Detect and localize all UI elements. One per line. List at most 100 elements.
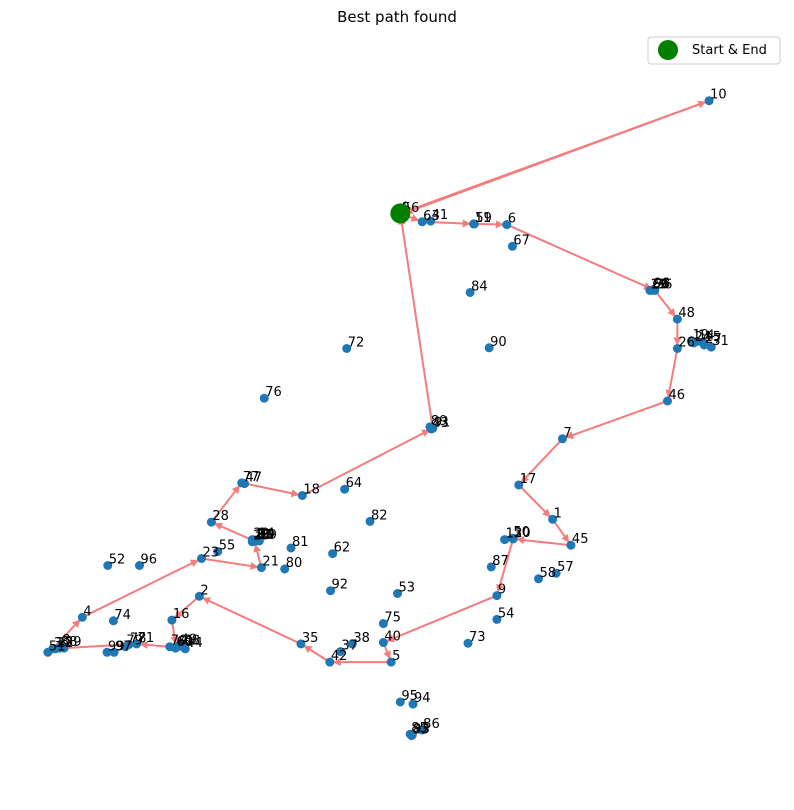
city-point-23 — [197, 554, 207, 563]
city-label-73: 73 — [469, 630, 486, 645]
city-point-72 — [342, 344, 352, 353]
city-label-19: 19 — [692, 328, 709, 343]
city-label-63: 63 — [423, 209, 440, 224]
city-label-39: 39 — [65, 635, 82, 650]
city-label-20: 20 — [514, 526, 531, 541]
city-label-55: 55 — [219, 539, 236, 554]
city-label-60: 60 — [176, 635, 193, 650]
city-point-95 — [395, 697, 405, 707]
city-label-51: 51 — [49, 639, 66, 654]
city-point-48 — [672, 314, 682, 324]
city-point-63 — [417, 217, 427, 227]
city-label-15: 15 — [704, 330, 721, 345]
city-label-92: 92 — [332, 578, 349, 593]
city-label-14: 14 — [698, 329, 715, 344]
city-label-29: 29 — [651, 277, 668, 292]
city-point-64 — [340, 484, 350, 494]
city-label-68: 68 — [183, 634, 200, 649]
city-label-52: 52 — [109, 553, 126, 568]
city-label-48: 48 — [678, 306, 695, 321]
city-point-99 — [102, 647, 112, 657]
path-edge-17-to-1 — [518, 484, 551, 518]
city-label-16: 16 — [173, 607, 190, 622]
city-point-27 — [699, 340, 709, 350]
city-point-35 — [296, 639, 306, 649]
path-edges — [52, 99, 710, 667]
city-label-25: 25 — [253, 529, 270, 544]
city-point-87 — [486, 562, 496, 572]
path-edge-6-to-36 — [506, 223, 653, 290]
start-end-point — [390, 203, 411, 224]
city-point-62 — [328, 549, 338, 559]
city-label-13: 13 — [506, 527, 523, 542]
city-point-6 — [502, 220, 512, 230]
city-label-21: 21 — [262, 555, 279, 570]
city-point-54 — [492, 614, 502, 624]
city-point-90 — [484, 343, 494, 353]
city-point-50 — [507, 533, 517, 543]
city-label-1: 1 — [554, 506, 562, 521]
city-label-44: 44 — [186, 636, 203, 651]
city-point-98 — [648, 285, 658, 295]
path-edge-2-to-16 — [174, 595, 201, 619]
city-label-77: 77 — [243, 470, 260, 485]
path-edge-7-to-17 — [520, 438, 564, 483]
city-point-93 — [407, 730, 417, 740]
city-label-49: 49 — [181, 632, 198, 647]
city-label-50: 50 — [513, 525, 530, 540]
city-label-75: 75 — [384, 611, 401, 626]
city-point-73 — [463, 638, 473, 648]
city-point-24 — [689, 338, 699, 348]
city-point-52 — [103, 561, 113, 570]
city-label-34: 34 — [258, 527, 275, 542]
legend-start-end-label: Start & End — [692, 43, 767, 58]
city-point-81 — [286, 543, 296, 553]
path-edge-28-to-77 — [210, 485, 241, 523]
city-label-8: 8 — [62, 633, 70, 648]
city-point-13 — [500, 535, 510, 545]
city-point-76 — [259, 393, 269, 403]
city-point-21 — [256, 563, 266, 573]
city-label-97: 97 — [115, 639, 132, 654]
city-label-78: 78 — [130, 632, 147, 647]
city-point-79 — [120, 642, 130, 652]
city-point-2 — [194, 591, 204, 601]
path-edge-46-to-7 — [565, 400, 668, 439]
city-label-94: 94 — [414, 691, 431, 706]
path-edge-26-to-46 — [665, 348, 679, 399]
path-edge-91-to-0 — [398, 216, 434, 429]
city-label-11: 11 — [475, 211, 492, 226]
city-label-89: 89 — [431, 414, 448, 429]
city-label-65: 65 — [257, 528, 274, 543]
city-label-71: 71 — [138, 631, 155, 646]
city-point-18 — [297, 491, 307, 500]
city-label-23: 23 — [203, 546, 220, 561]
city-point-55 — [213, 547, 223, 556]
city-point-1 — [548, 514, 558, 524]
city-label-41: 41 — [432, 208, 449, 223]
city-label-58: 58 — [540, 566, 557, 581]
city-point-40 — [378, 638, 388, 647]
city-labels: 0123456789101113141516171819202122232425… — [49, 88, 729, 738]
path-edge-45-to-20 — [516, 536, 572, 547]
city-point-51 — [43, 647, 53, 657]
city-point-57 — [551, 568, 561, 578]
city-point-26 — [672, 344, 682, 353]
city-label-10: 10 — [710, 88, 727, 103]
city-point-91 — [428, 423, 438, 433]
city-label-28: 28 — [212, 509, 229, 524]
path-edge-23-to-21 — [201, 557, 259, 570]
city-point-53 — [393, 589, 402, 598]
city-label-22: 22 — [57, 636, 74, 651]
city-point-94 — [408, 699, 418, 709]
city-label-30: 30 — [258, 527, 275, 542]
city-label-74: 74 — [114, 608, 131, 623]
city-label-42: 42 — [331, 649, 348, 664]
city-label-87: 87 — [492, 554, 509, 569]
city-label-35: 35 — [302, 631, 319, 646]
city-point-86 — [417, 725, 427, 735]
city-point-38 — [347, 639, 357, 649]
city-point-84 — [465, 288, 475, 297]
city-label-70: 70 — [171, 634, 188, 649]
